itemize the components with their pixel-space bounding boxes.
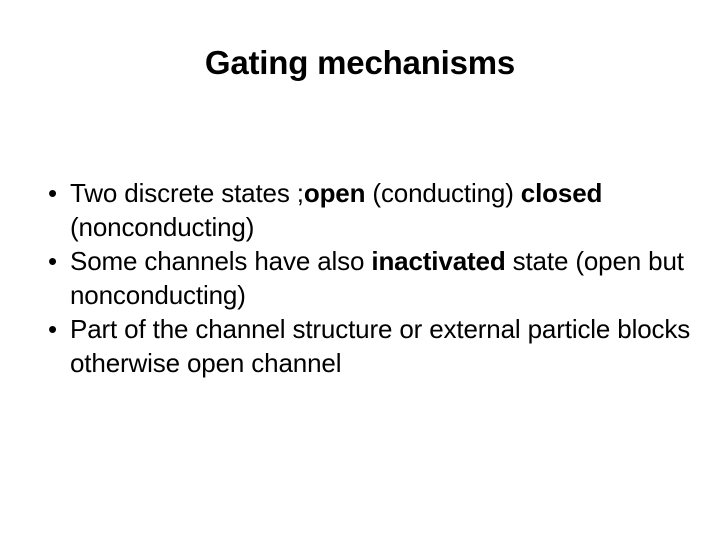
slide-body: • Two discrete states ;open (conducting)… <box>44 176 692 380</box>
bullet-dot-icon: • <box>48 314 57 344</box>
bullet-text: Two discrete states ;open (conducting) c… <box>70 176 692 244</box>
page-title: Gating mechanisms <box>204 44 516 81</box>
bullet-text: Some channels have also inactivated stat… <box>70 244 692 312</box>
emphasis-text: inactivated <box>371 246 506 276</box>
bullet-dot-icon: • <box>48 246 57 276</box>
list-item: • Some channels have also inactivated st… <box>44 244 692 312</box>
plain-text: (nonconducting) <box>70 212 255 242</box>
bullet-dot-icon: • <box>48 178 57 208</box>
emphasis-text: open <box>303 178 366 208</box>
list-item: • Part of the channel structure or exter… <box>44 312 692 380</box>
bullet-text: Part of the channel structure or externa… <box>70 312 692 380</box>
emphasis-text: closed <box>520 178 603 208</box>
plain-text: Part of the channel structure or externa… <box>70 314 691 378</box>
list-item: • Two discrete states ;open (conducting)… <box>44 176 692 244</box>
plain-text: state (open but nonconducting) <box>70 246 684 310</box>
bullet-list: • Two discrete states ;open (conducting)… <box>44 176 692 380</box>
plain-text: Two discrete states ; <box>70 178 304 208</box>
plain-text: (conducting) <box>365 178 521 208</box>
plain-text: Some channels have also <box>70 246 372 276</box>
